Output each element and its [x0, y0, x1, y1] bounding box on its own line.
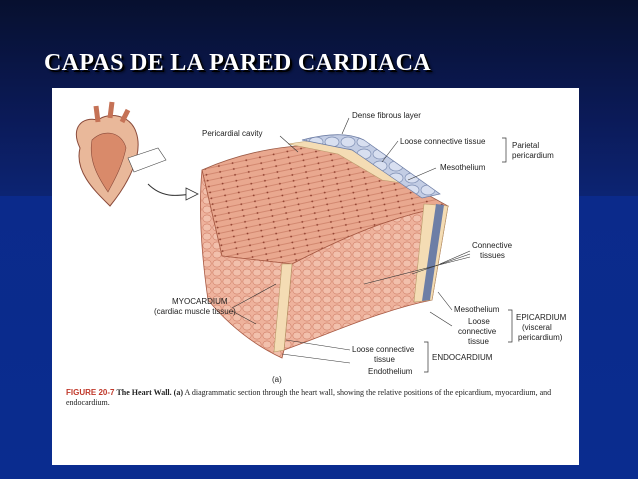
label-dense-fibrous-layer: Dense fibrous layer: [352, 111, 421, 120]
zoom-arrow: [148, 184, 192, 195]
label-epicardium: EPICARDIUM: [516, 313, 567, 322]
label-pericardial-cavity: Pericardial cavity: [202, 129, 262, 138]
label-loose-connective-top: Loose connective tissue: [400, 137, 486, 146]
label-tissues: tissues: [480, 251, 505, 260]
heart-wall-diagram: Dense fibrous layer Pericardial cavity L…: [52, 88, 579, 465]
label-endothelium: Endothelium: [368, 367, 413, 376]
figure-caption: FIGURE 20-7 The Heart Wall. (a) A diagra…: [66, 388, 566, 408]
caption-title: The Heart Wall.: [116, 388, 171, 397]
label-pericardium-close: pericardium): [518, 333, 563, 342]
label-tissue: tissue: [468, 337, 489, 346]
label-pericardium: pericardium: [512, 151, 554, 160]
label-myocardium: MYOCARDIUM: [172, 297, 228, 306]
label-visceral: (visceral: [522, 323, 552, 332]
label-loose-connective-bottom: Loose connective: [352, 345, 415, 354]
label-tissue-bottom: tissue: [374, 355, 395, 364]
figure-panel: Dense fibrous layer Pericardial cavity L…: [52, 88, 579, 465]
label-connective-2: connective: [458, 327, 497, 336]
label-mesothelium-top: Mesothelium: [440, 163, 486, 172]
slide-title: CAPAS DE LA PARED CARDIACA: [44, 50, 604, 77]
label-loose: Loose: [468, 317, 490, 326]
label-panel-letter: (a): [272, 375, 282, 384]
caption-figure-number: FIGURE 20-7: [66, 388, 114, 397]
label-cardiac-muscle-tissue: (cardiac muscle tissue): [154, 307, 236, 316]
label-endocardium: ENDOCARDIUM: [432, 353, 493, 362]
label-connective: Connective: [472, 241, 513, 250]
label-parietal: Parietal: [512, 141, 539, 150]
label-mesothelium-bottom: Mesothelium: [454, 305, 500, 314]
heart-icon: [76, 102, 166, 206]
caption-part: (a): [174, 388, 183, 397]
